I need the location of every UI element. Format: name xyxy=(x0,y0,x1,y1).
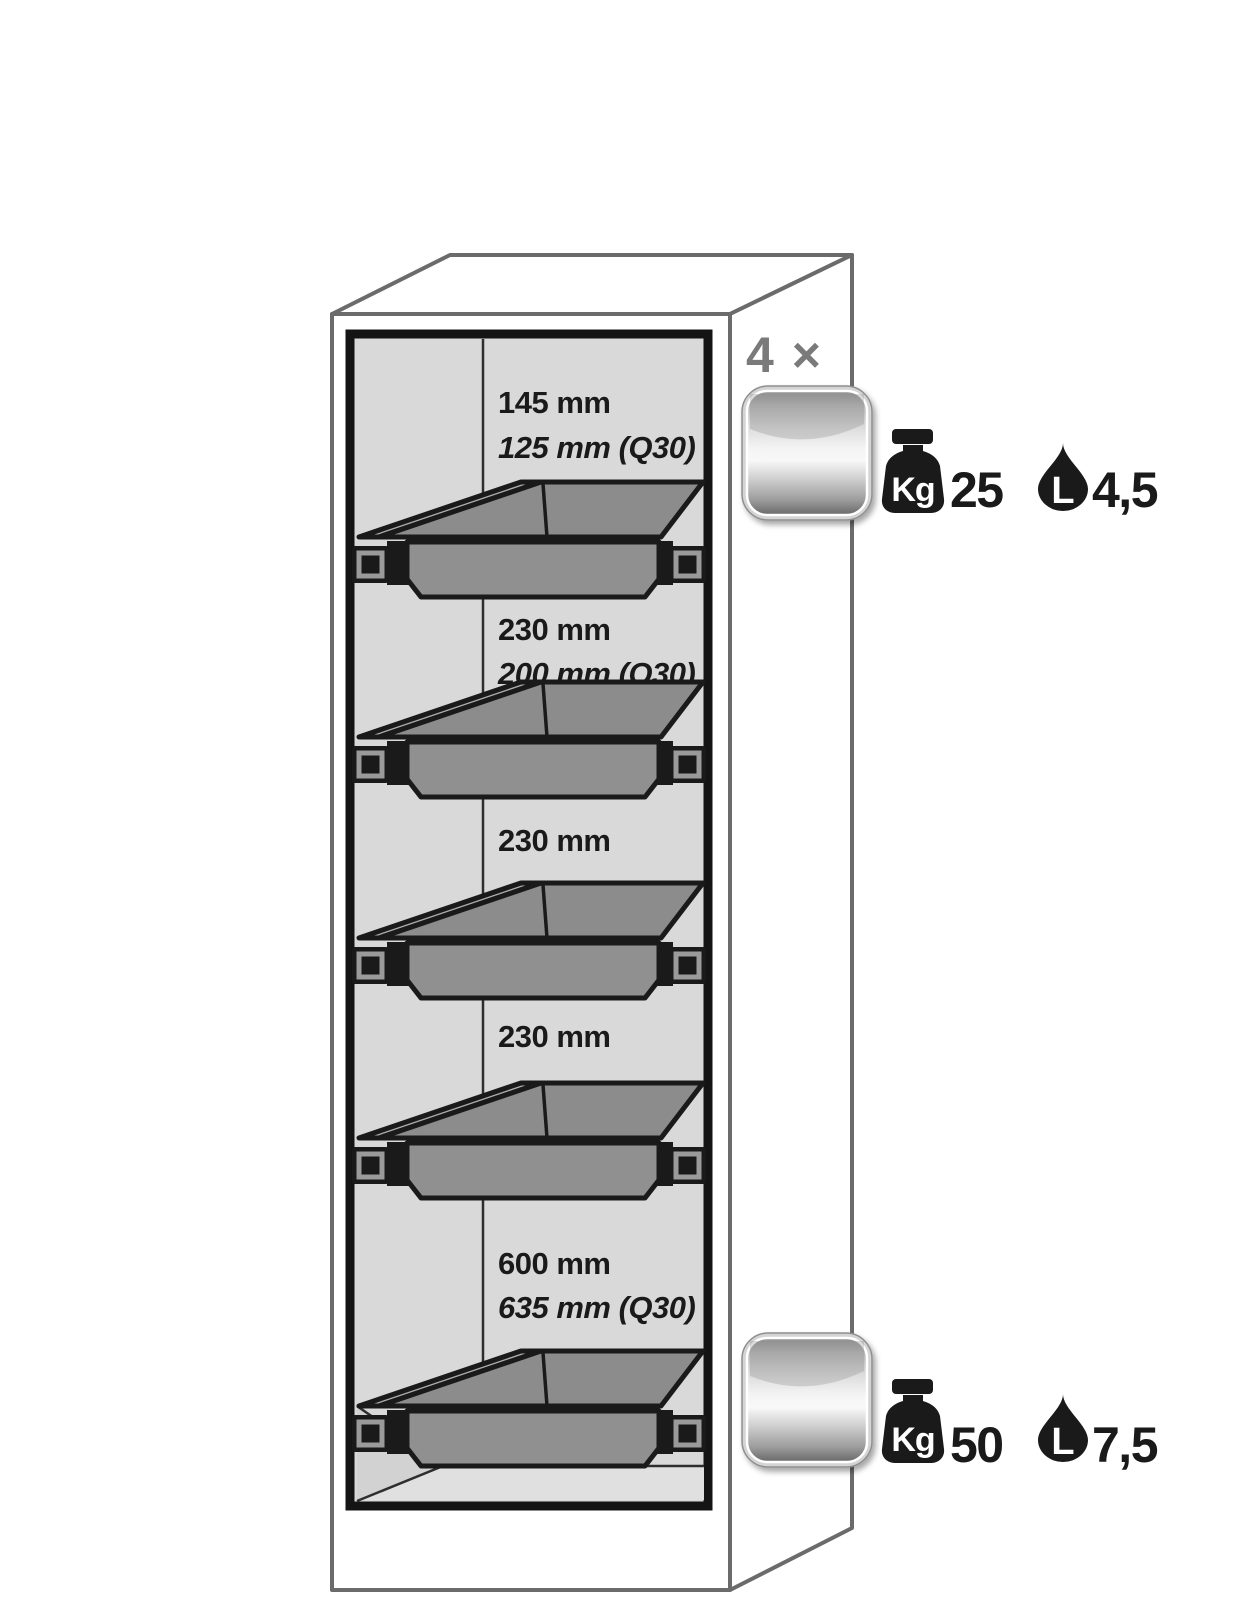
volume-value-bottom: 7,5 xyxy=(1092,1417,1158,1473)
weight-unit-label-bottom: Kg xyxy=(891,1421,934,1459)
weight-icon-top: Kg xyxy=(881,429,945,513)
compartment-5-height: 600 mm xyxy=(498,1246,610,1281)
drop-icon-shape xyxy=(1038,443,1088,511)
weight-icon-bottom: Kg xyxy=(881,1379,945,1463)
interior-floor-front-left-edge xyxy=(356,1464,444,1503)
shelf-count-label: 4 × xyxy=(746,327,823,383)
compartment-5-alt-height: 635 mm (Q30) xyxy=(498,1290,695,1325)
compartment-2-height: 230 mm xyxy=(498,612,610,647)
volume-value-top: 4,5 xyxy=(1092,462,1158,518)
drop-icon-top: L xyxy=(1038,443,1088,512)
weight-icon-body xyxy=(881,1395,945,1463)
volume-unit-label-bottom: L xyxy=(1051,1421,1074,1463)
compartment-3-height: 230 mm xyxy=(498,823,610,858)
weight-unit-label-top: Kg xyxy=(891,471,934,509)
load-spec-top: Kg 25 L 4,5 xyxy=(881,429,1159,518)
load-spec-bottom: Kg 50 L 7,5 xyxy=(881,1379,1159,1473)
drop-icon-shape xyxy=(1038,1394,1088,1462)
weight-icon-handle xyxy=(892,1379,933,1394)
weight-value-bottom: 50 xyxy=(950,1417,1003,1473)
weight-value-top: 25 xyxy=(950,462,1003,518)
volume-unit-label-top: L xyxy=(1051,470,1074,512)
weight-icon-handle xyxy=(892,429,933,444)
drop-icon-bottom: L xyxy=(1038,1394,1088,1463)
interior-floor xyxy=(357,1466,704,1500)
compartment-1-height: 145 mm xyxy=(498,385,610,420)
weight-icon-body xyxy=(881,445,945,513)
compartment-4-height: 230 mm xyxy=(498,1019,610,1054)
compartment-1-alt-height: 125 mm (Q30) xyxy=(498,430,695,465)
compartment-labels: 145 mm 125 mm (Q30) 230 mm 200 mm (Q30) … xyxy=(497,385,696,1325)
steel-shelf-icon-top xyxy=(740,384,874,522)
steel-sump-icon-bottom xyxy=(740,1331,874,1469)
